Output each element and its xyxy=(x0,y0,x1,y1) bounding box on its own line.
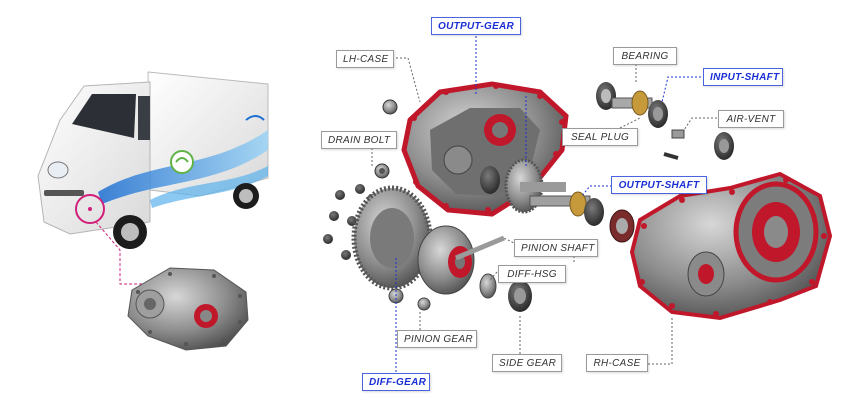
drain-bolt-label: DRAIN BOLT xyxy=(321,131,397,149)
air-vent-part xyxy=(663,129,734,160)
pinion-shaft-label: PINION SHAFT xyxy=(514,239,598,257)
output-shaft-label: OUTPUT-SHAFT xyxy=(611,176,707,194)
fasteners-parts xyxy=(323,184,377,260)
pinion-gear-part xyxy=(388,288,431,311)
air-vent-label: AIR-VENT xyxy=(718,110,784,128)
bearing-label: BEARING xyxy=(613,47,677,65)
rh-case-part xyxy=(629,171,833,321)
bearing-part xyxy=(596,82,616,110)
side-gear-label: SIDE GEAR xyxy=(492,354,562,372)
pinion-gear-label: PINION GEAR xyxy=(397,330,477,348)
electric-van-image xyxy=(37,71,269,249)
side-gear-part xyxy=(479,273,532,312)
seal-plug-label: SEAL PLUG xyxy=(562,128,638,146)
output-gear-label: OUTPUT-GEAR xyxy=(431,17,521,35)
output-shaft-part xyxy=(529,191,635,243)
diff-hsg-part xyxy=(417,225,475,295)
input-shaft-part xyxy=(611,90,668,128)
pinion-shaft-part xyxy=(455,235,505,261)
diff-gear-part xyxy=(351,185,433,291)
lh-case-label: LH-CASE xyxy=(336,50,394,68)
assembled-gearbox-image xyxy=(127,267,249,351)
input-shaft-label: INPUT-SHAFT xyxy=(703,68,783,86)
rh-case-label: RH-CASE xyxy=(586,354,648,372)
diff-hsg-label: DIFF-HSG xyxy=(498,265,566,283)
drain-bolt-part xyxy=(374,99,398,179)
diff-gear-label: DIFF-GEAR xyxy=(362,373,430,391)
